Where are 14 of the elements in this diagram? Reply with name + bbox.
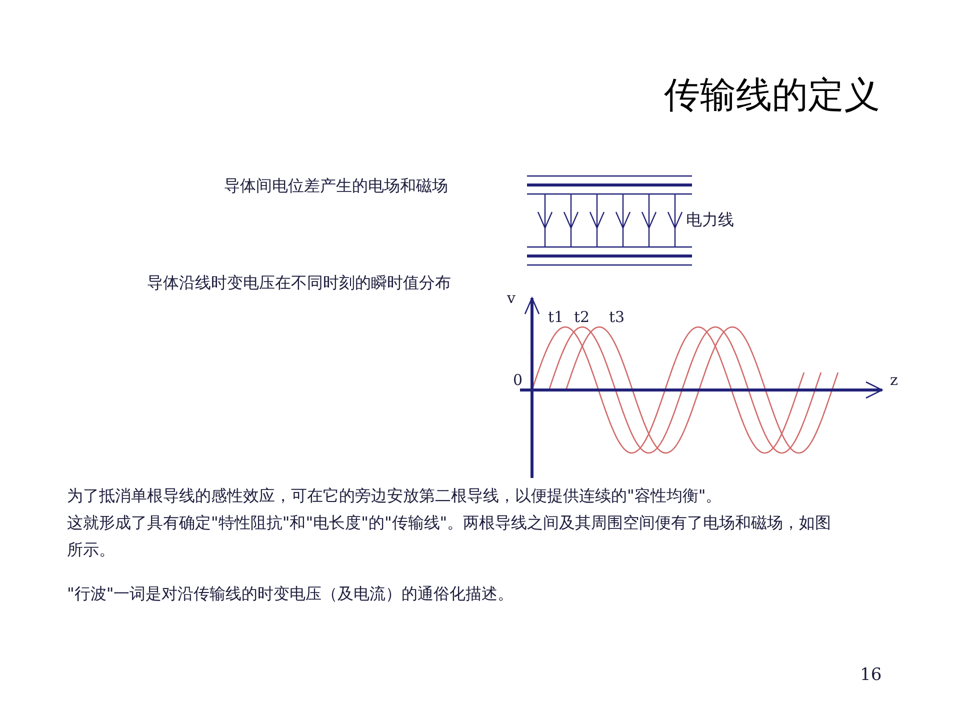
curve-label: t1: [548, 307, 564, 328]
curve-label: t2: [574, 307, 590, 328]
curve-label: t3: [609, 307, 625, 328]
paragraph: "行波"一词是对沿传输线的时变电压（及电流）的通俗化描述。: [67, 583, 514, 605]
field-line-label: 电力线: [686, 209, 734, 231]
slide-title: 传输线的定义: [664, 74, 880, 118]
paragraph: 这就形成了具有确定"特性阻抗"和"电长度"的"传输线"。两根导线之间及其周围空间便有了电场和磁场，如图所示。: [67, 512, 832, 561]
axis-label: 0: [513, 370, 523, 391]
caption-text: 导体沿线时变电压在不同时刻的瞬时值分布: [147, 272, 451, 294]
axis-label: v: [507, 288, 516, 309]
paragraph: 为了抵消单根导线的感性效应，可在它的旁边安放第二根导线，以便提供连续的"容性均衡"。: [67, 485, 722, 507]
caption-text: 导体间电位差产生的电场和磁场: [224, 175, 448, 197]
axis-label: z: [890, 370, 898, 391]
page-number: 16: [860, 664, 882, 687]
